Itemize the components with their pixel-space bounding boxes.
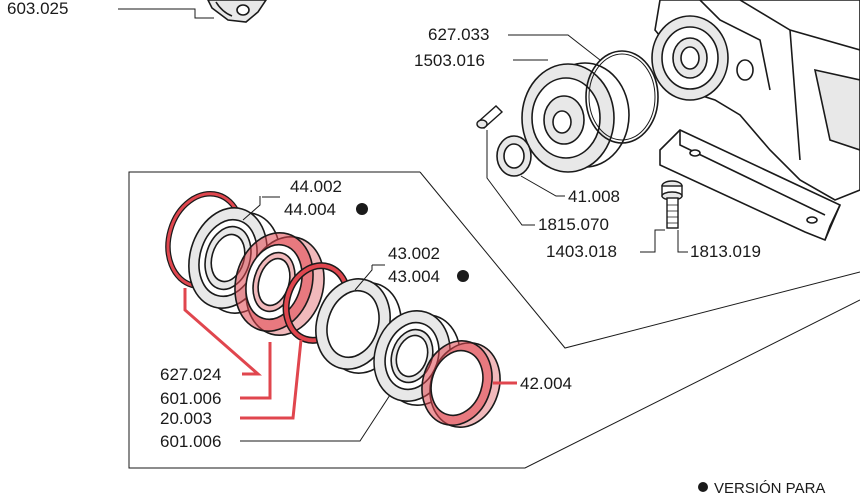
housing-bearing (651, 15, 729, 101)
bullet-dots (356, 203, 469, 282)
footnote-text: VERSIÓN PARA (714, 480, 825, 497)
label-42-004: 42.004 (520, 374, 572, 393)
label-41-008: 41.008 (568, 187, 620, 206)
part-42-004-seal-red (421, 339, 501, 429)
label-43-004: 43.004 (388, 267, 440, 286)
label-1813-019: 1813.019 (690, 242, 761, 261)
label-20-003: 20.003 (160, 409, 212, 428)
part-1403-018-bolt (661, 180, 683, 229)
part-1815-070-screw (476, 105, 504, 129)
label-627-024: 627.024 (160, 365, 221, 384)
label-1403-018: 1403.018 (546, 242, 617, 261)
label-1815-070: 1815.070 (538, 215, 609, 234)
leader-603-025 (118, 8, 214, 19)
label-627-033: 627.033 (428, 25, 489, 44)
part-41-008-washer (496, 135, 532, 177)
footnote-bullet (698, 482, 708, 492)
label-601-006-b: 601.006 (160, 432, 221, 451)
part-1503-016-flange (521, 62, 630, 173)
detail-callout-frame (128, 171, 860, 469)
label-603-025: 603.025 (7, 0, 68, 18)
part-627-033-oring (585, 50, 659, 144)
part-603-025-fragment (207, 0, 267, 23)
label-1503-016: 1503.016 (414, 51, 485, 70)
label-44-004: 44.004 (284, 200, 336, 219)
bracket-rail (659, 129, 842, 242)
label-43-002: 43.002 (388, 244, 440, 263)
leaders-detail-black (240, 196, 391, 442)
leaders-top-right (486, 34, 688, 253)
part-627-033-oring-inner (588, 53, 656, 141)
label-601-006-a: 601.006 (160, 389, 221, 408)
leaders-detail-red (183, 288, 517, 420)
label-44-002: 44.002 (290, 177, 342, 196)
